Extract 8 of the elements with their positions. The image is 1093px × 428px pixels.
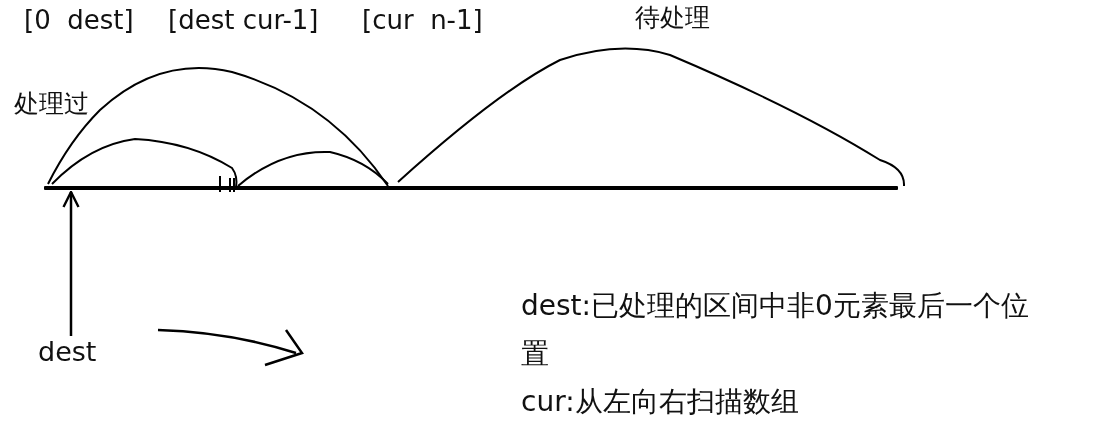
arrow [62,190,80,336]
annotation-text: [dest cur-1] [168,4,319,37]
annotation-text: [cur n-1] [362,4,483,37]
pointer-label: dest [38,336,97,368]
annotation-text: [0 dest] [24,4,134,37]
annotation-text: 处理过 [14,88,89,120]
annotation-text: 待处理 [635,2,710,34]
annotation-text: cur:从左向右扫描数组 [521,384,799,420]
